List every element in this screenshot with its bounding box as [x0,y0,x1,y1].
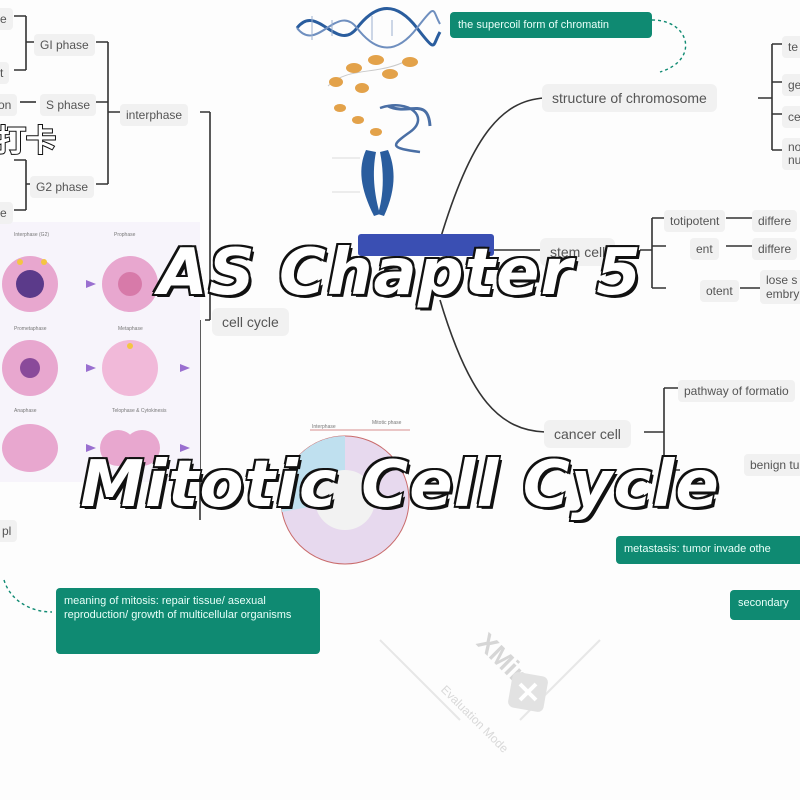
node-te[interactable]: te [782,36,800,58]
node-differentiate-2[interactable]: differe [752,238,798,260]
overlay-cjk-text: 打卡 [0,123,57,160]
node-ge[interactable]: ge [782,74,800,96]
node-s-phase[interactable]: S phase [40,94,97,116]
node-pluripotent[interactable]: ent [690,238,719,260]
label-prophase: Prophase [114,232,136,238]
note-metastasis[interactable]: metastasis: tumor invade othe [616,536,800,564]
label-interphase-g2: Interphase (G2) [14,232,50,238]
node-cell-cycle[interactable]: cell cycle [212,308,289,336]
note-meaning-of-mitosis[interactable]: meaning of mitosis: repair tissue/ asexu… [56,588,320,654]
label-metaphase: Metaphase [118,326,143,332]
node-lose-text: lose s [766,273,798,287]
label-prometaphase: Prometaphase [14,326,47,332]
node-g1-phase[interactable]: GI phase [34,34,95,56]
node-ce[interactable]: ce [782,106,800,128]
cell-cycle-circle-figure [280,429,410,565]
node-cut-left-5[interactable]: pl [0,520,18,542]
node-embry-text: embry [766,287,800,301]
title-line-2: Mitotic Cell Cycle [79,447,720,524]
chromosome-figure [332,104,421,216]
node-cut-left-3[interactable]: on [0,94,18,116]
label-mitotic-phase: Mitotic phase [372,420,402,426]
nucleosome-beads-figure [327,55,432,136]
node-cancer-cell[interactable]: cancer cell [544,420,631,448]
node-lose-embryo[interactable]: lose s embry [760,270,800,304]
dna-helix-figure [295,7,442,49]
xmind-logo-icon [508,672,548,712]
title-line-1: AS Chapter 5 [157,235,643,312]
node-multipotent[interactable]: otent [700,280,739,302]
node-totipotent[interactable]: totipotent [664,210,726,232]
node-benign-tumor[interactable]: benign tu [744,454,800,476]
note-secondary[interactable]: secondary [730,590,800,620]
central-topic[interactable] [358,234,494,256]
node-g2-phase[interactable]: G2 phase [30,176,95,198]
node-interphase[interactable]: interphase [120,104,189,126]
mitosis-stages-figure: Interphase (G2) Prophase Prometaphase Me… [0,222,200,482]
node-structure-of-chromosome[interactable]: structure of chromosome [542,84,717,112]
node-cut-left-1[interactable]: e [0,8,13,30]
node-cut-left-4[interactable]: e [0,202,13,224]
label-anaphase: Anaphase [14,408,37,414]
node-stem-cell[interactable]: stem cell [540,238,616,266]
note-supercoil[interactable]: the supercoil form of chromatin [450,12,652,38]
label-telophase: Telophase & Cytokinesis [112,408,167,414]
node-differentiate-1[interactable]: differe [752,210,798,232]
node-nu-text: nu [788,153,800,167]
node-pathway-of-formation[interactable]: pathway of formatio [678,380,795,402]
node-no-nu[interactable]: no nu [782,138,800,170]
label-interphase-circle: Interphase [312,424,336,430]
node-cut-left-2[interactable]: t [0,62,10,84]
node-no-text: no [788,140,800,154]
